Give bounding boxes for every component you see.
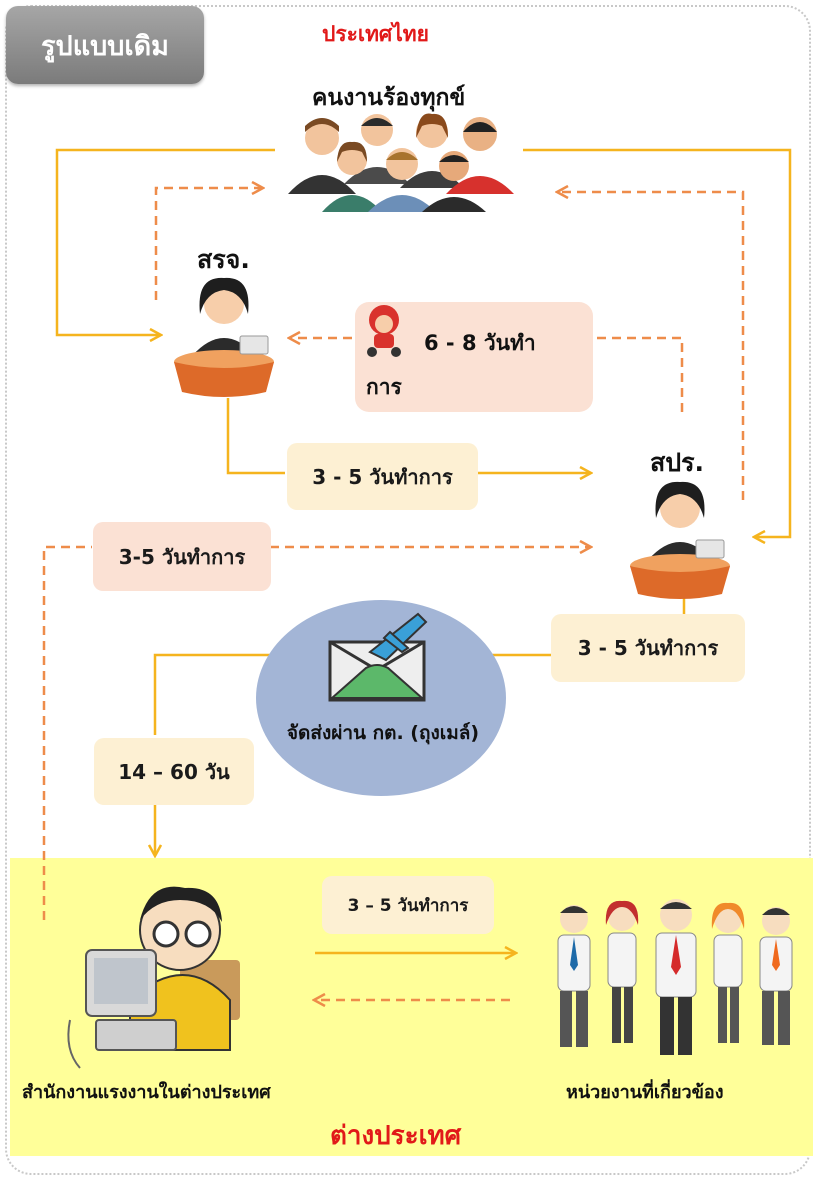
arrow-complainant-to-srj [55, 148, 275, 335]
model-tag: รูปแบบเดิม [6, 6, 204, 84]
agencies-people-icon [557, 899, 793, 1055]
arrow-spr-to-srj [592, 336, 684, 412]
complainant-label: คนงานร้องทุกข์ [312, 85, 466, 111]
country-abroad-label: ต่างประเทศ [330, 1121, 462, 1151]
srj-to-spr-duration: 3 - 5 วันทำการ [287, 443, 478, 510]
spr-to-mail-duration: 3 - 5 วันทำการ [551, 614, 745, 682]
arrow-complainant-to-spr [523, 148, 792, 537]
messenger-duration-line2: การ [366, 375, 402, 399]
arrow-office-to-spr [42, 545, 92, 920]
spr-label: สปร. [650, 448, 705, 477]
office-abroad-label: สำนักงานแรงงานในต่างประเทศ [22, 1082, 271, 1103]
office-to-agencies-duration: 3 – 5 วันทำการ [322, 876, 494, 934]
mail-label: จัดส่งผ่าน กต. (ถุงเมล์) [286, 722, 480, 744]
workers-group-icon [288, 113, 514, 212]
messenger-icon [367, 305, 401, 357]
agencies-label: หน่วยงานที่เกี่ยวข้อง [566, 1082, 724, 1103]
mail-envelope-icon [328, 612, 428, 702]
office-worker-icon [67, 886, 240, 1069]
srj-officer-icon [174, 277, 274, 397]
dotted-frame [5, 5, 811, 1175]
messenger-duration-line1: 6 - 8 วันทำ [424, 331, 536, 355]
srj-label: สรจ. [197, 245, 250, 274]
arrow-srj-to-complainant [154, 188, 262, 300]
spr-officer-icon [630, 481, 730, 599]
office-to-spr-duration: 3-5 วันทำการ [93, 522, 271, 591]
country-thailand-label: ประเทศไทย [322, 22, 429, 46]
mail-to-office-duration: 14 – 60 วัน [94, 738, 254, 805]
arrow-srj-to-spr [226, 398, 285, 475]
arrow-spr-to-complainant [558, 192, 745, 500]
